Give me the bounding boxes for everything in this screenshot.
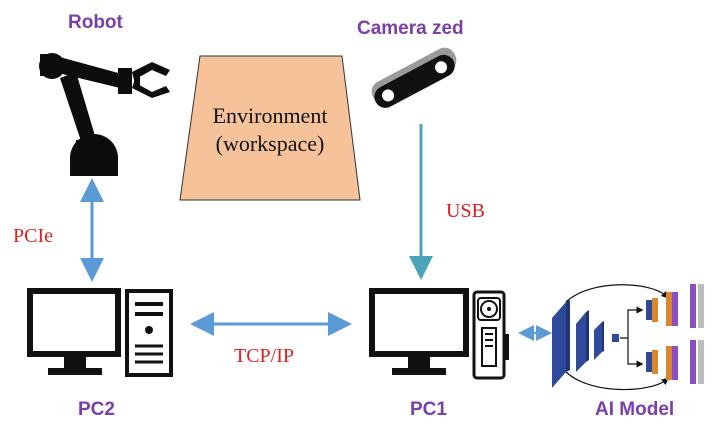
pcie-label: PCIe: [13, 225, 53, 247]
pc1-label: PC1: [410, 399, 447, 420]
desktop-computer-icon: [369, 288, 469, 375]
usb-label: USB: [446, 200, 485, 222]
environment-label: Environment: [213, 103, 328, 128]
robot-arm-icon: [39, 53, 170, 176]
workspace-label: (workspace): [216, 131, 325, 156]
stereo-camera-icon: [371, 47, 457, 108]
camera-label: Camera zed: [357, 18, 464, 39]
graphics-card-icon: [472, 290, 509, 380]
tcpip-label: TCP/IP: [234, 345, 294, 367]
robot-label: Robot: [68, 12, 124, 33]
neural-network-icon: [552, 284, 704, 391]
environment-workspace-shape: [179, 55, 361, 201]
pc2-label: PC2: [78, 399, 115, 420]
ai-model-label: AI Model: [595, 399, 674, 420]
desktop-computer-icon: [27, 288, 173, 377]
